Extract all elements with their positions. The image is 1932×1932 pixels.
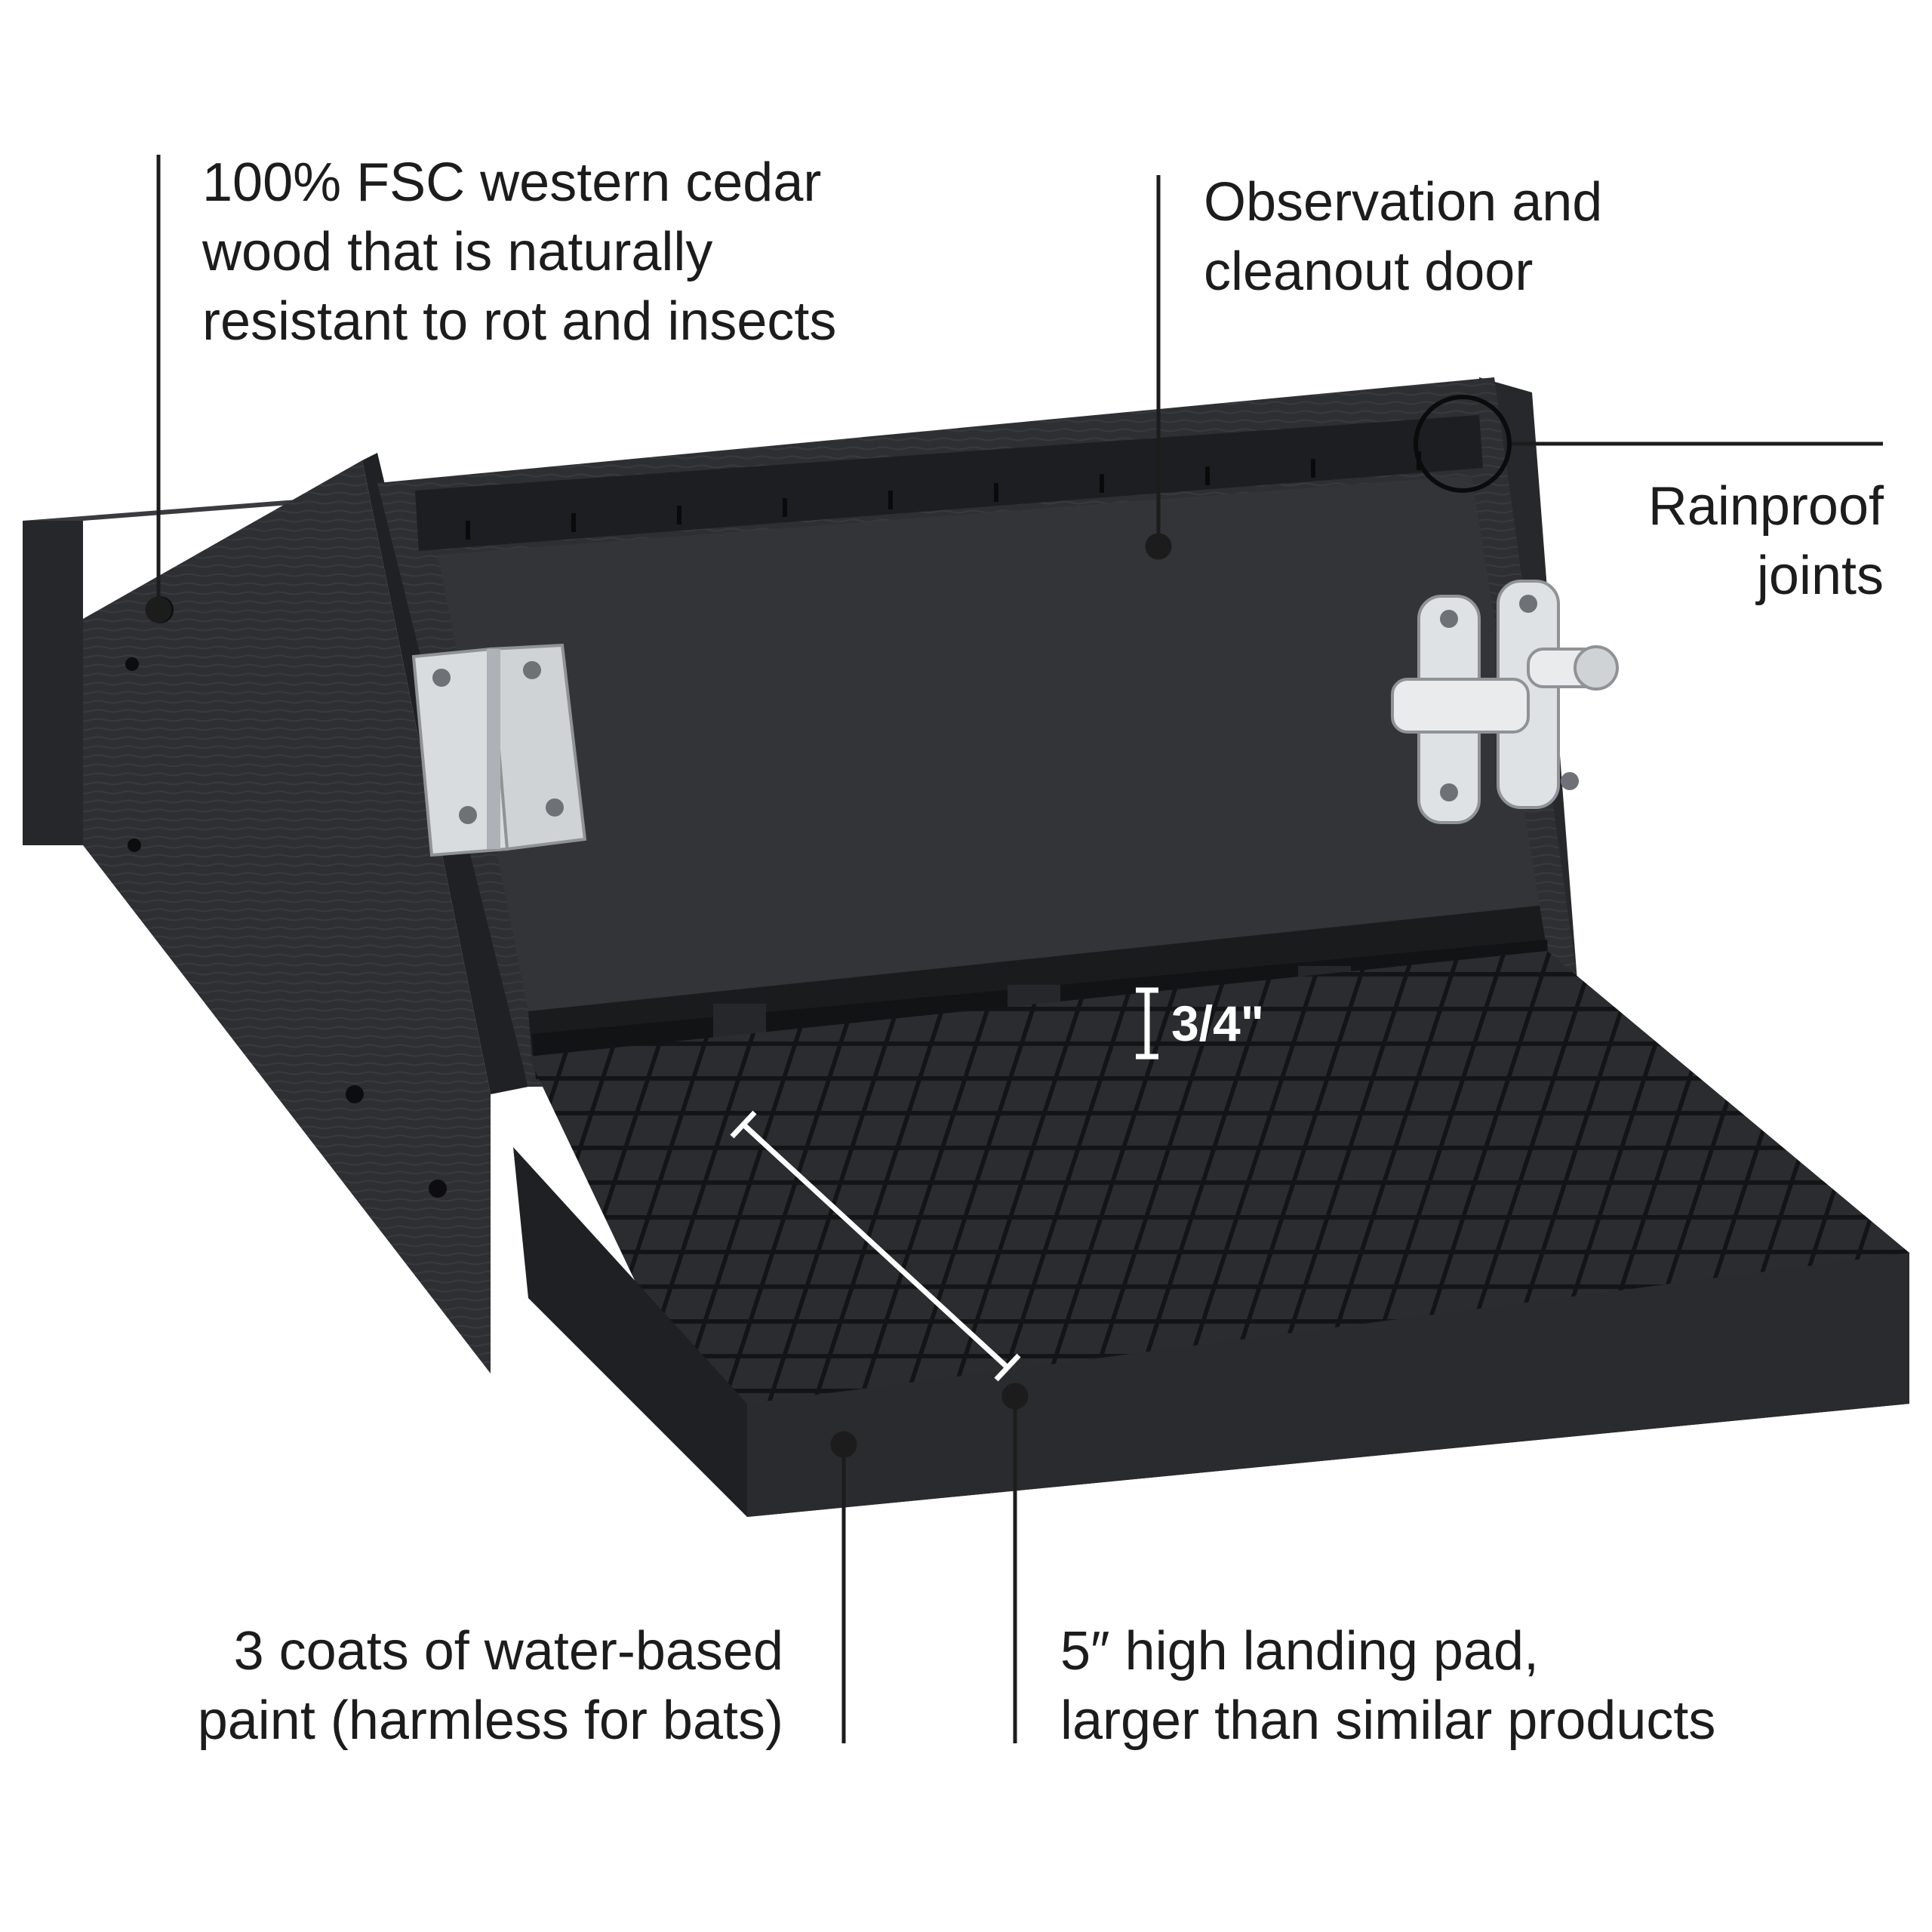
callout-rainproof-joints: Rainproof joints [1647, 476, 1884, 606]
hinge-icon [411, 643, 587, 857]
callout-landing-pad: 5″ high landing pad, larger than similar… [1060, 1621, 1716, 1751]
callout-leaders [145, 155, 1883, 1743]
dimension-markers [730, 987, 1158, 1382]
dimension-label: 3/4" [1171, 995, 1265, 1051]
rainproof-top-strip [415, 415, 1483, 551]
callout-cedar-wood: 100% FSC western cedar wood that is natu… [202, 152, 837, 352]
rainproof-joint-marker [1414, 395, 1512, 493]
latch-icon [1391, 580, 1619, 824]
landing-pad [513, 951, 1909, 1517]
callout-paint: 3 coats of water-based paint (harmless f… [197, 1621, 783, 1751]
callout-observation-door: Observation and cleanout door [1204, 172, 1603, 302]
observation-door [438, 475, 1540, 1011]
